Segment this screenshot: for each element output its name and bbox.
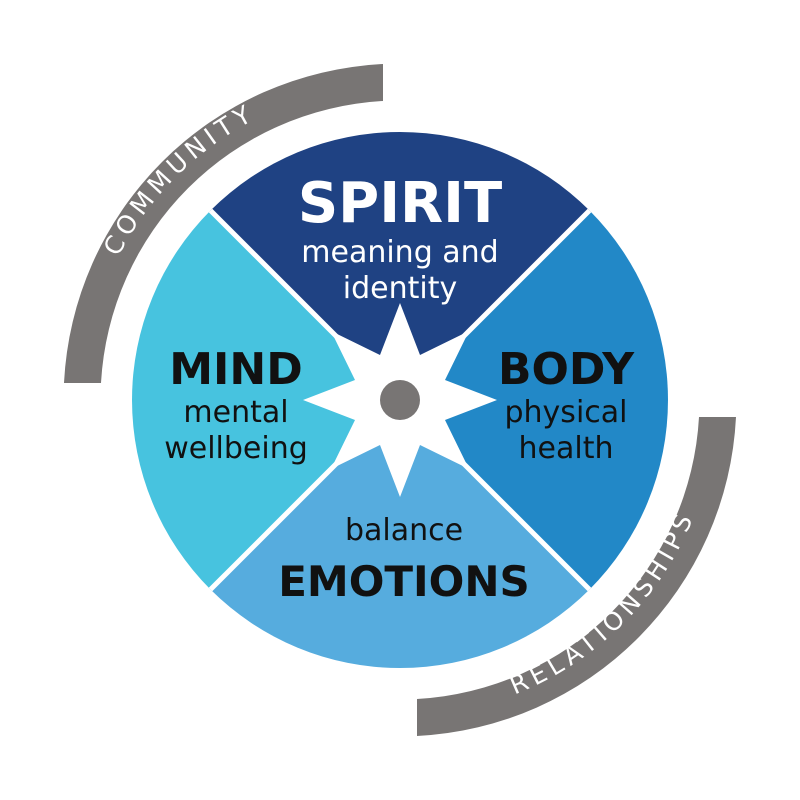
body-subtitle-line2: health: [519, 431, 614, 466]
spirit-subtitle-line2: identity: [343, 271, 457, 306]
spirit-title: SPIRIT: [298, 171, 502, 236]
mind-subtitle-line2: wellbeing: [164, 431, 308, 466]
mind-subtitle-line1: mental: [183, 395, 288, 430]
community-arc: [64, 64, 383, 383]
emotions-title: EMOTIONS: [278, 557, 530, 606]
relationships-arc: [417, 417, 736, 736]
quadrant-mind: [132, 210, 400, 590]
quadrant-emotions: [210, 400, 590, 668]
center-dot: [380, 380, 420, 420]
body-subtitle-line1: physical: [505, 395, 628, 430]
quadrant-body: [400, 210, 668, 590]
spirit-subtitle-line1: meaning and: [301, 235, 498, 270]
mind-title: MIND: [169, 344, 303, 395]
emotions-subtitle: balance: [345, 513, 463, 548]
quadrant-spirit: [210, 132, 590, 400]
body-title: BODY: [498, 344, 635, 395]
wheel: [132, 132, 668, 668]
